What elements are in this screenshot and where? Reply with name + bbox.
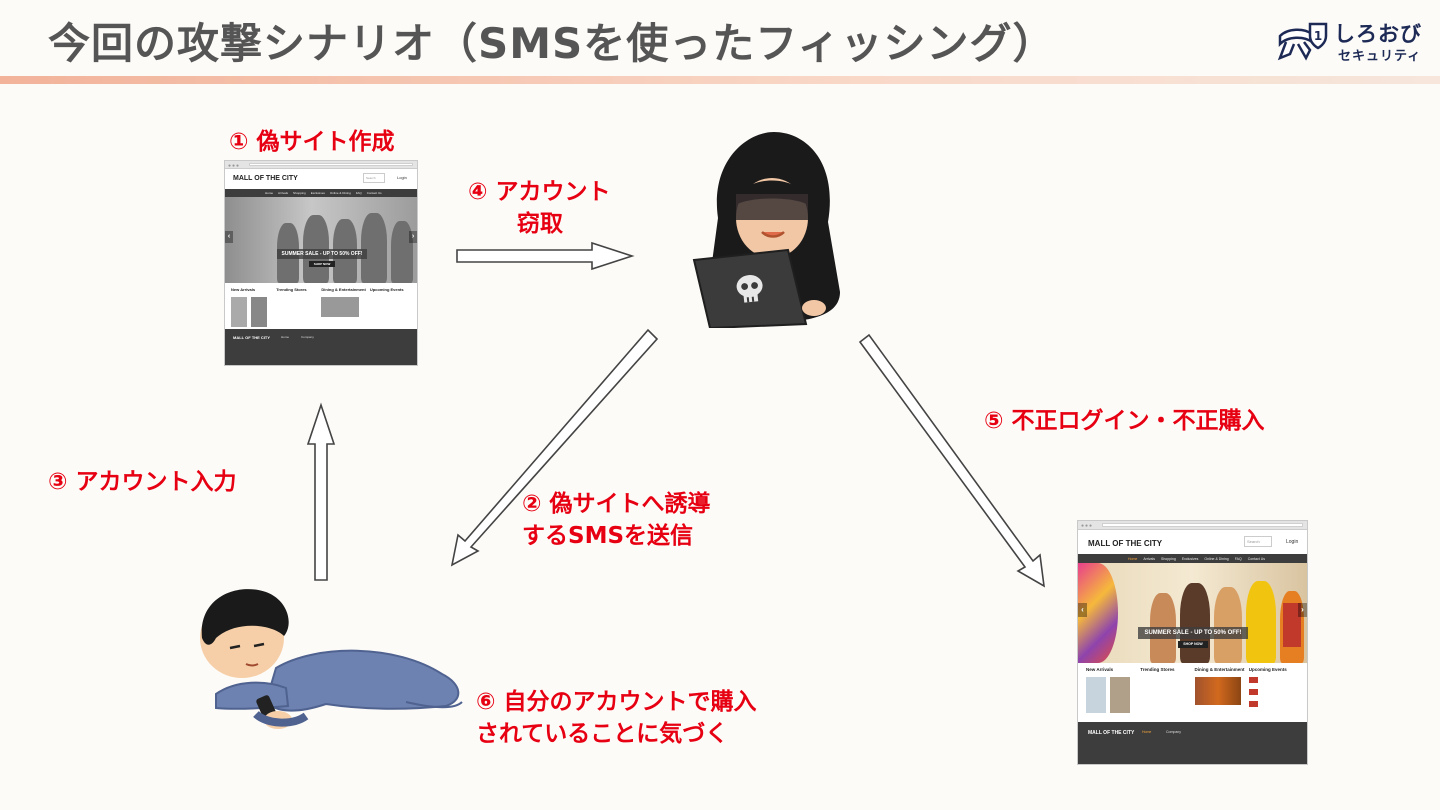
nav-item: Exclusives	[1181, 556, 1199, 561]
step4-label-line2: 窃取	[517, 211, 563, 237]
site-search: Search	[363, 173, 385, 183]
shop-now-button: SHOP NOW	[1178, 641, 1208, 648]
nav-item: Exclusives	[310, 191, 325, 195]
window-dots-icon: ●●●	[228, 163, 241, 169]
user-illustration	[200, 589, 463, 729]
arrow-hacker-to-boy	[450, 328, 659, 567]
site-nav: Home Arrivals Shopping Exclusives Online…	[265, 189, 382, 197]
site-search: Search	[1244, 536, 1272, 547]
section-title: New Arrivals	[1086, 667, 1114, 672]
site-logo: MALL OF THE CITY	[233, 175, 298, 182]
footer-col-company: Company	[1166, 730, 1181, 734]
hero-next-icon: ›	[409, 231, 417, 243]
step5-label: ⑤ 不正ログイン・不正購入	[984, 408, 1265, 434]
section-title: Dining & Entertainment	[1194, 667, 1245, 672]
url-bar	[1102, 523, 1303, 527]
hero-prev-icon: ‹	[225, 231, 233, 243]
nav-item: Home	[1128, 556, 1138, 561]
url-bar	[249, 163, 413, 166]
nav-item: Home	[265, 191, 274, 195]
real-site-screenshot: ●●● MALL OF THE CITY Search Login Home A…	[1077, 520, 1308, 765]
step3-label: ③ アカウント入力	[48, 469, 237, 495]
arrow-site-to-hacker	[456, 241, 635, 271]
logo-line2: セキュリティ	[1338, 49, 1422, 64]
section-title: Trending Stores	[1140, 667, 1175, 672]
step2-label-line2: するSMSを送信	[522, 523, 694, 549]
section-title: Dining & Entertainment	[321, 287, 366, 292]
logo-badge-number: 1	[1314, 29, 1322, 43]
nav-item: Shopping	[1161, 556, 1176, 561]
section-title: New Arrivals	[231, 287, 256, 292]
nav-item: FAQ	[355, 191, 362, 195]
nav-item: Online & Dining	[1204, 556, 1229, 561]
shop-now-button: SHOP NOW	[309, 261, 335, 267]
company-logo: 1 しろおび セキュリティ	[1276, 18, 1428, 64]
nav-item: Contact Us	[366, 191, 382, 195]
hero-banner: ‹ › SUMMER SALE - UP TO 50% OFF! SHOP NO…	[1078, 563, 1307, 663]
arrow-boy-to-site	[306, 402, 336, 581]
nav-item: Online & Dining	[329, 191, 351, 195]
step6-label-line1: ⑥ 自分のアカウントで購入	[476, 689, 757, 715]
fake-site-screenshot: ●●● MALL OF THE CITY Search Login Home A…	[224, 160, 418, 366]
belt-shield-icon: 1	[1277, 22, 1328, 61]
site-login: Login	[397, 175, 407, 180]
footer-logo: MALL OF THE CITY	[1088, 730, 1135, 736]
sale-banner: SUMMER SALE - UP TO 50% OFF!	[277, 249, 367, 259]
sale-banner: SUMMER SALE - UP TO 50% OFF!	[1138, 627, 1248, 639]
site-logo: MALL OF THE CITY	[1088, 539, 1163, 548]
step4-label-line1: ④ アカウント	[468, 179, 611, 205]
hacker-illustration	[692, 132, 840, 328]
site-nav: Home Arrivals Shopping Exclusives Online…	[1128, 554, 1265, 563]
logo-line1: しろおび	[1334, 22, 1422, 46]
hero-prev-icon: ‹	[1078, 603, 1087, 617]
arrow-hacker-to-realsite	[858, 333, 1046, 588]
hero-banner: ‹ › SUMMER SALE - UP TO 50% OFF! SHOP NO…	[225, 197, 417, 283]
step6-label-line2: されていることに気づく	[476, 721, 729, 747]
footer-col-company: Company	[301, 335, 314, 339]
section-title: Upcoming Events	[369, 287, 404, 292]
nav-item: Shopping	[293, 191, 306, 195]
section-title: Upcoming Events	[1248, 667, 1287, 672]
footer-col-home: Home	[1142, 730, 1152, 734]
nav-item: Arrivals	[278, 191, 289, 195]
footer-logo: MALL OF THE CITY	[233, 335, 271, 340]
hero-next-icon: ›	[1298, 603, 1307, 617]
step1-label: ① 偽サイト作成	[229, 129, 395, 155]
step2-label-line1: ② 偽サイトへ誘導	[522, 491, 711, 517]
title-underline	[0, 76, 1440, 84]
section-title: Trending Stores	[276, 287, 307, 292]
window-dots-icon: ●●●	[1081, 523, 1094, 529]
nav-item: Contact Us	[1247, 556, 1266, 561]
site-login: Login	[1286, 539, 1299, 545]
skull-icon	[736, 274, 763, 303]
nav-item: FAQ	[1234, 556, 1242, 561]
slide-title: 今回の攻撃シナリオ（SMSを使ったフィッシング）	[48, 19, 1056, 68]
nav-item: Arrivals	[1143, 556, 1156, 561]
footer-col-home: Home	[281, 335, 290, 339]
